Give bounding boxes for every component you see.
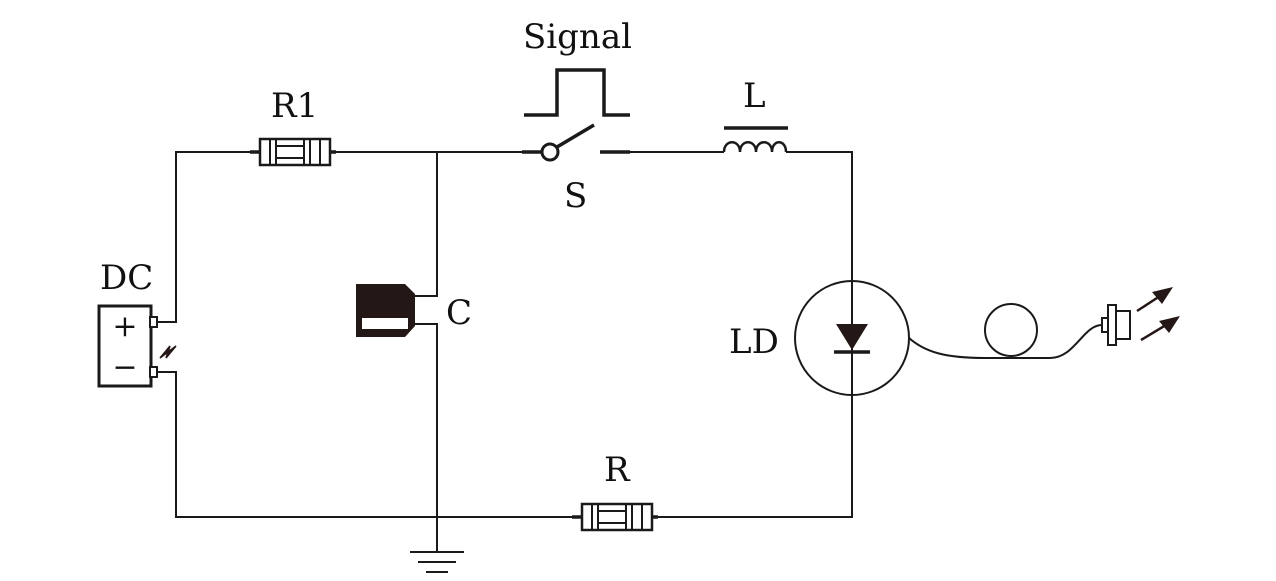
wire-r-to-dc	[152, 371, 578, 518]
light-emission-icon	[1136, 287, 1180, 342]
resistor-icon	[572, 502, 658, 532]
ground-icon	[410, 551, 464, 573]
capacitor-icon	[356, 284, 415, 337]
wires	[152, 151, 853, 552]
label-s: S	[564, 176, 587, 216]
wire-junction-to-capacitor	[415, 152, 438, 297]
battery-minus-label: −	[112, 350, 137, 385]
wire-ld-to-r	[652, 352, 853, 518]
wire-dc-to-r1	[152, 151, 250, 323]
battery-plus-label: +	[112, 309, 137, 344]
laser-diode-icon	[794, 280, 910, 396]
inductor-icon	[722, 126, 788, 153]
label-c: C	[446, 293, 472, 333]
pulse-signal-icon	[524, 68, 630, 117]
label-ld: LD	[729, 322, 779, 362]
label-dc: DC	[100, 258, 153, 298]
fiber-coil-icon	[908, 303, 1103, 359]
label-r: R	[604, 450, 631, 490]
label-l: L	[743, 76, 766, 116]
fiber-connector-icon	[1101, 304, 1131, 346]
wire-capacitor-to-ground	[415, 323, 438, 552]
spark-icon	[159, 345, 177, 359]
resistor-icon	[250, 137, 336, 167]
label-r1: R1	[271, 86, 318, 126]
wire-inductor-to-ld	[786, 151, 853, 322]
battery-icon	[97, 304, 158, 388]
switch-icon	[522, 123, 630, 162]
label-signal: Signal	[523, 17, 632, 57]
